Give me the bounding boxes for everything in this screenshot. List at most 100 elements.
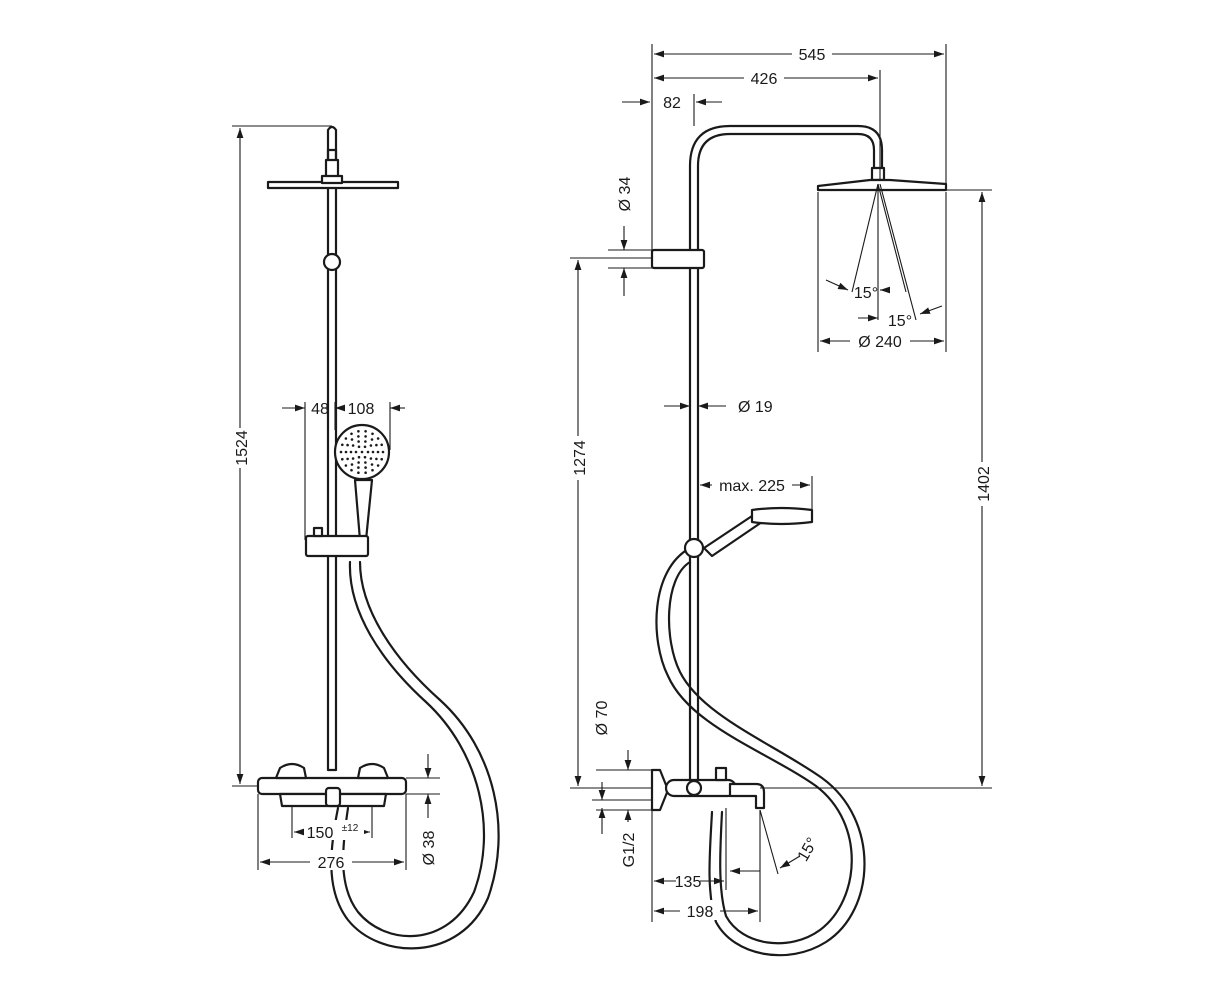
nozzle-dot [357,435,360,438]
side-wall-bracket [650,248,706,270]
nozzle-dot [371,432,374,436]
nozzle-dot [344,464,348,467]
dim-g12-label: G1/2 [621,833,638,868]
nozzle-dot [354,450,358,454]
side-escutcheon [650,768,670,812]
nozzle-dot [369,457,373,460]
nozzle-dot [341,457,344,461]
dim-angle-right-arrow-right [919,305,943,315]
front-riser-knob [322,252,342,272]
nozzle-dot [357,455,361,459]
nozzle-dot [364,466,367,469]
nozzle-dot [371,450,375,454]
dim-240-label: Ø 240 [858,334,902,351]
dim-82-label: 82 [663,95,681,112]
front-riser-pipe [326,148,338,772]
side-overhead-neck [870,166,886,182]
dim-225-label: max. 225 [719,478,785,495]
nozzle-dot [346,443,349,447]
side-hose-inner [667,560,866,957]
nozzle-dot [380,443,384,447]
front-hose [330,560,500,950]
side-spout [728,782,766,810]
nozzle-dot [351,457,355,460]
side-riser-pipe-inner [696,132,876,782]
dim-545-label: 545 [799,47,826,64]
nozzle-dot [364,461,367,464]
nozzle-dot [341,443,344,447]
side-riser-pipe [688,124,884,782]
nozzle-dot [376,437,380,440]
dim-426-label: 426 [751,71,778,88]
nozzle-dot [349,450,353,454]
front-mixer-handle-right [356,762,390,780]
nozzle-dot [350,468,353,472]
front-diverter [324,786,342,808]
nozzle-dot [364,435,367,438]
nozzle-dot [375,457,378,461]
dim-34-label: Ø 34 [617,177,634,212]
nozzle-dot [357,471,360,475]
front-hose-inner [342,560,486,938]
dim-48-label: 48 [311,401,329,418]
nozzle-dot [375,443,378,447]
dim-1274-label: 1274 [572,440,589,476]
dim-198-label: 198 [687,904,714,921]
nozzle-dot [364,430,367,433]
nozzle-dot [357,466,360,469]
nozzle-dot [376,464,380,467]
dim-19-label: Ø 19 [738,399,773,416]
side-slider-ball [683,537,705,559]
dim-spout-angle-arrow [779,855,801,869]
nozzle-dot [364,440,367,443]
front-handshower-nozzles [339,430,385,475]
front-mixer-handle-left [274,762,308,780]
nozzle-dot [370,463,374,466]
nozzle-dot [351,444,355,447]
side-handshower-head [750,506,814,526]
front-overhead-shower [266,180,400,190]
nozzle-dot [376,450,380,454]
nozzle-dot [380,457,384,461]
nozzle-dot [363,455,367,459]
dim-276-label: 276 [318,855,345,872]
nozzle-dot [344,437,348,440]
nozzle-dot [350,463,354,466]
side-hose [655,546,853,945]
dim-1402-label: 1402 [976,466,993,502]
front-view: 1524 48 108 150 ±12 276 Ø 38 [230,125,500,950]
dim-135-label: 135 [675,874,702,891]
nozzle-dot [371,468,374,472]
dim-1524-label: 1524 [234,430,251,466]
dim-38-label: Ø 38 [421,831,438,866]
nozzle-dot [366,450,370,454]
dim-angle-left-arrow [825,279,849,291]
nozzle-dot [363,445,367,449]
dim-150-label: 150 [307,825,334,842]
nozzle-dot [344,450,348,454]
nozzle-dot [339,450,343,454]
front-overhead-neck [320,174,344,185]
nozzle-dot [357,461,360,464]
side-mixer-cap [714,766,728,782]
nozzle-dot [350,432,353,436]
front-slider-button [312,526,324,538]
side-overhead-shower [816,178,948,192]
front-slider-holder [304,534,370,558]
nozzle-dot [357,430,360,433]
dim-150-tolerance: ±12 [342,823,359,834]
front-shower-arm [326,125,338,180]
nozzle-dot [364,471,367,475]
side-mixer-knob [685,779,703,797]
dim-angle-right-label: 15° [888,313,912,330]
dim-angle-left-label: 15° [854,285,878,302]
front-handshower-handle [353,478,374,542]
dim-108-label: 108 [348,401,375,418]
side-view: 545 426 82 Ø 34 1274 Ø 19 max. 225 [568,44,993,957]
nozzle-dot [357,445,361,449]
nozzle-dot [360,450,364,454]
nozzle-dot [357,440,360,443]
nozzle-dot [370,438,374,441]
nozzle-dot [350,438,354,441]
